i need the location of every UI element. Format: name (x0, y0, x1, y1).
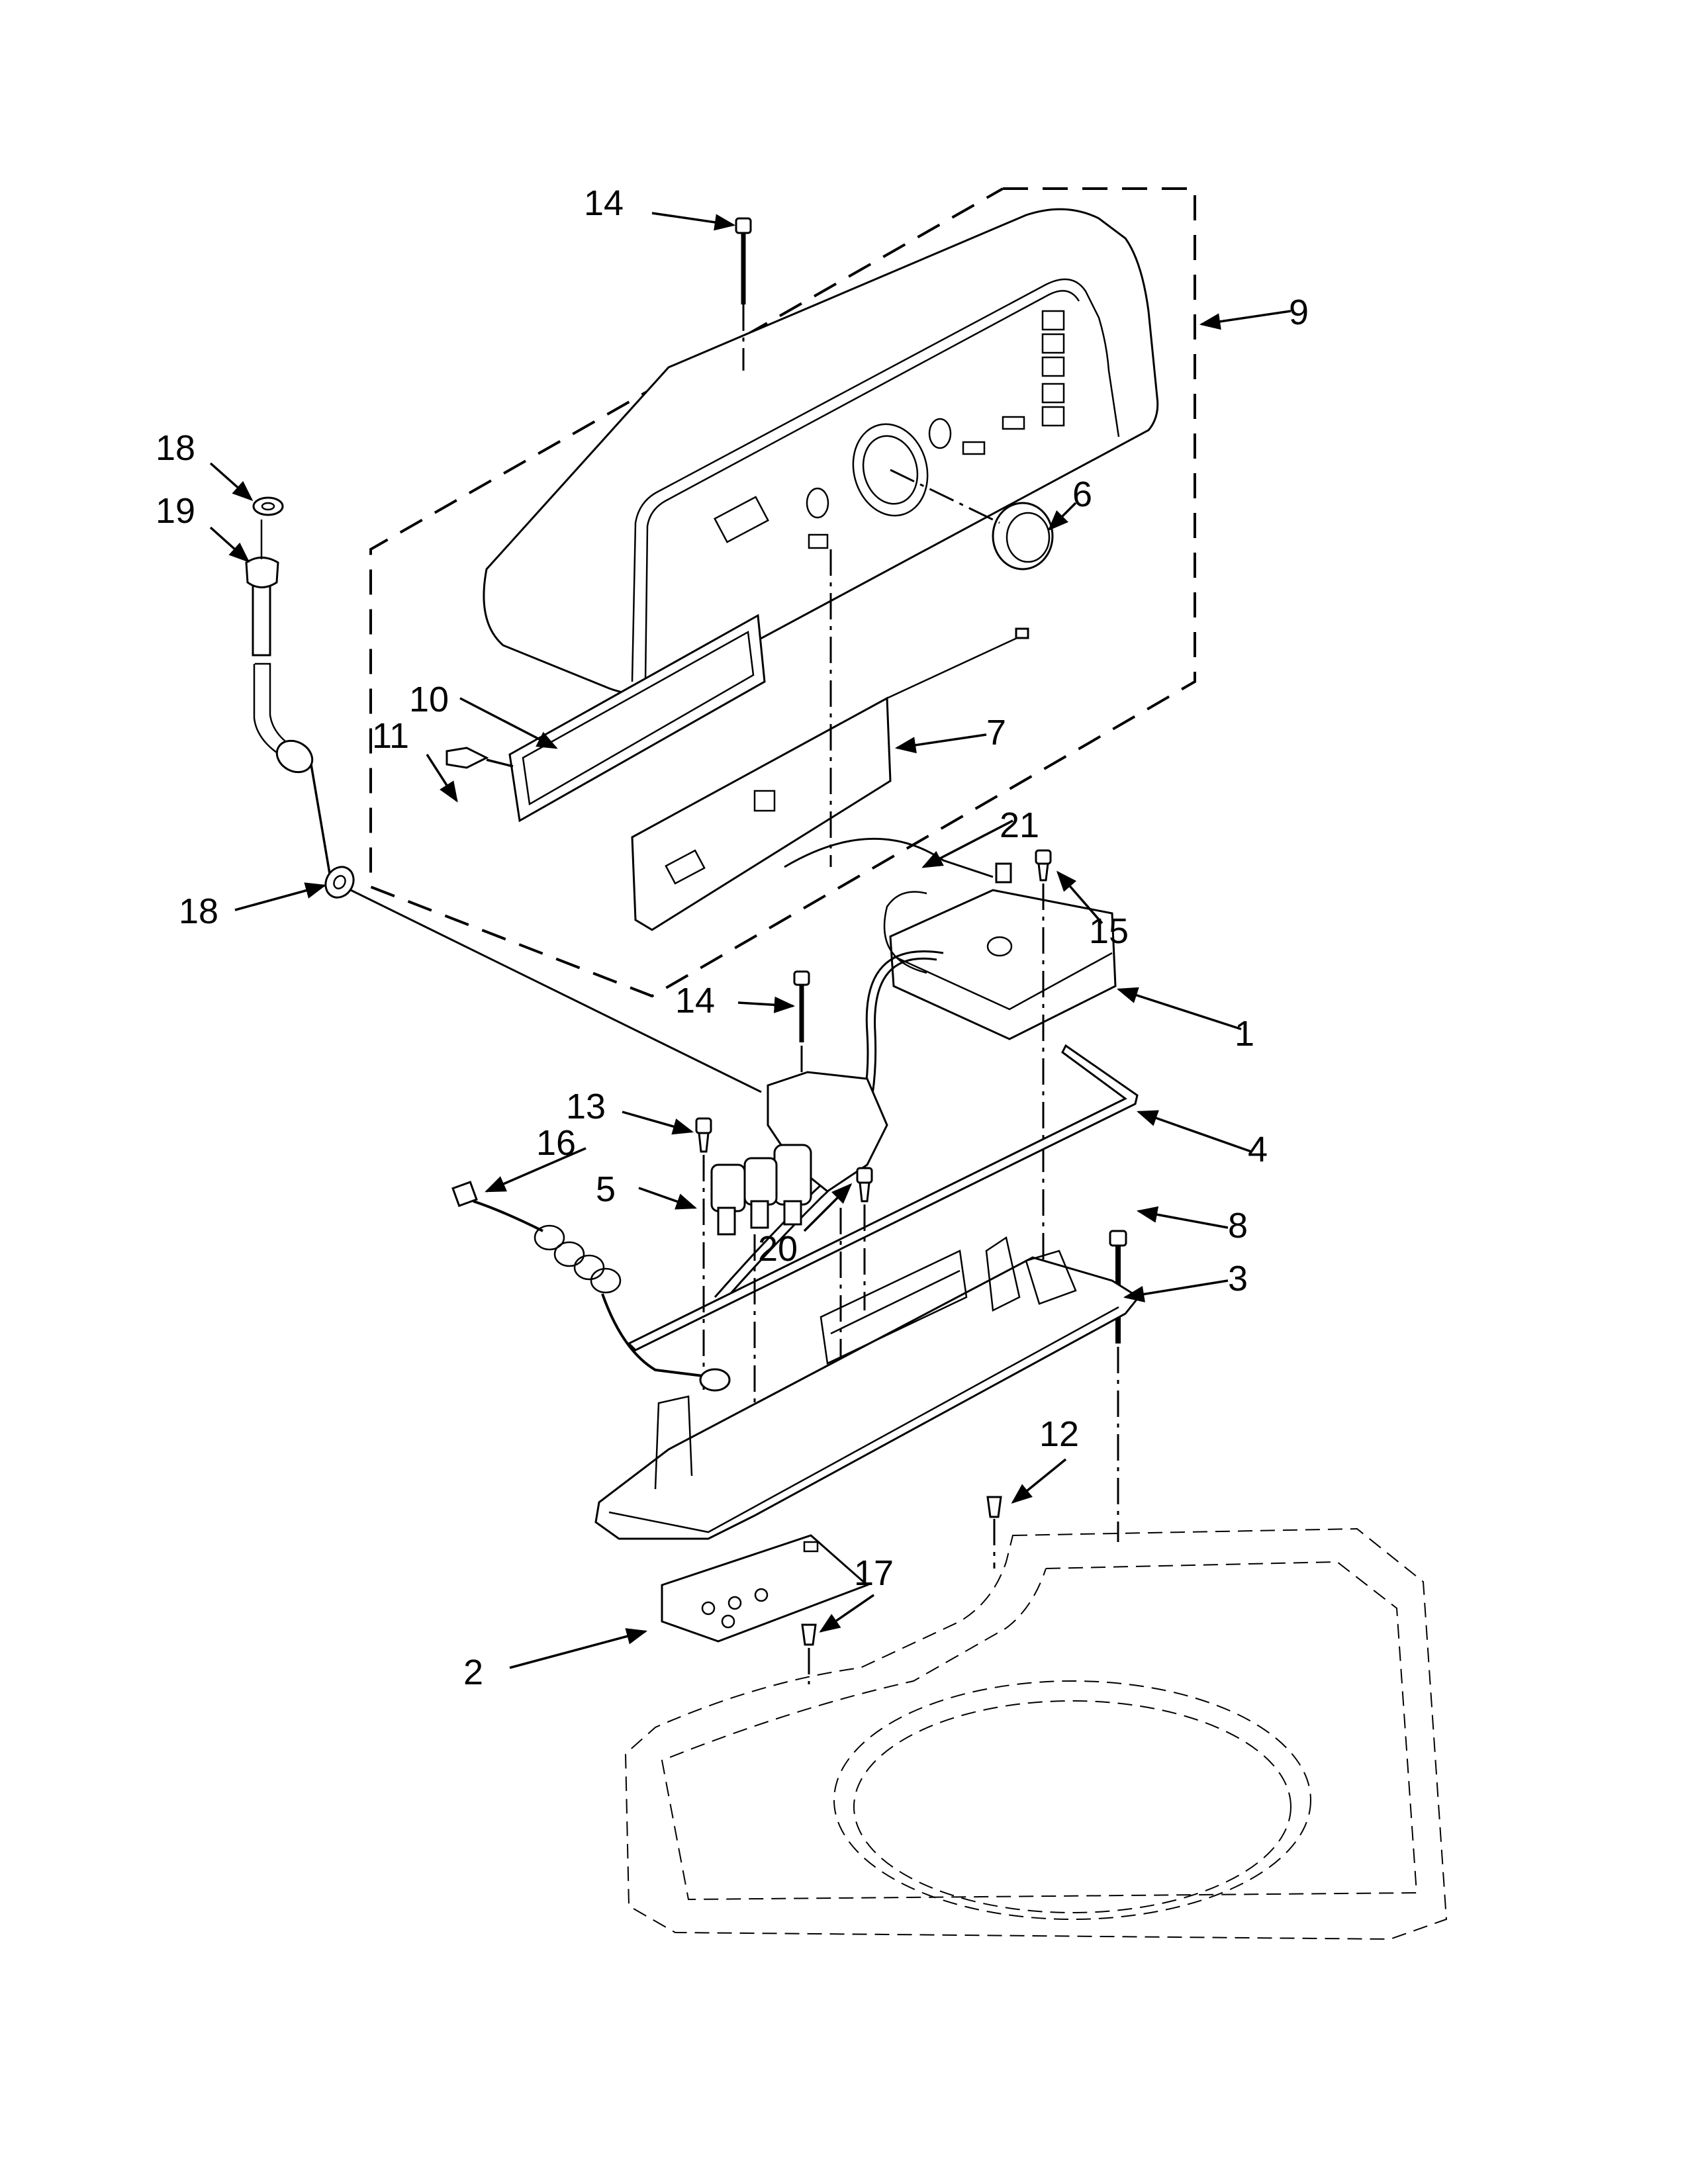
callout-label: 2 (463, 1653, 483, 1692)
callout-label: 4 (1248, 1130, 1268, 1169)
callout-leader-arrow (509, 1628, 648, 1669)
callout-leader-arrow (1056, 870, 1103, 925)
callout-leader-arrow (921, 819, 1013, 868)
retainer-clip-left[interactable] (801, 1623, 817, 1646)
inlet-hose[interactable] (245, 557, 318, 779)
console-knob-recess (852, 423, 929, 517)
callout-16: 16 (485, 1123, 586, 1193)
callout-1: 1 (1117, 987, 1254, 1054)
callout-label: 13 (566, 1087, 606, 1126)
callout-leader-arrow (1117, 987, 1242, 1030)
callout-label: 3 (1228, 1259, 1248, 1298)
callout-leader-arrow (426, 754, 458, 803)
housing-screw[interactable] (445, 747, 489, 769)
console-base[interactable] (594, 1236, 1141, 1540)
ui-housing[interactable] (508, 614, 766, 823)
callout-label: 12 (1039, 1414, 1079, 1454)
callout-6: 6 (1047, 475, 1092, 531)
console-panel[interactable] (483, 208, 1159, 696)
washer-bottom[interactable] (320, 862, 359, 903)
callout-label: 18 (179, 891, 218, 931)
callout-leader-arrow (1199, 310, 1291, 330)
callout-13: 13 (566, 1087, 694, 1135)
callout-15: 15 (1056, 870, 1129, 951)
valve-bracket-screw[interactable] (856, 1167, 873, 1203)
power-cord[interactable] (451, 1181, 731, 1392)
ui-control-board[interactable] (631, 627, 1029, 931)
cabinet-top-ghost (624, 1527, 1448, 1940)
mounting-plate[interactable] (661, 1534, 869, 1643)
callout-label: 11 (372, 716, 409, 756)
callout-14: 14 (675, 981, 796, 1021)
callout-label: 14 (675, 981, 715, 1021)
callout-2: 2 (463, 1628, 648, 1692)
callout-label: 20 (758, 1229, 798, 1269)
callout-leader-arrow (234, 882, 327, 911)
callout-label: 10 (409, 680, 449, 719)
callout-leader-arrow (819, 1594, 874, 1633)
callout-9: 9 (1199, 293, 1309, 332)
callout-leader-arrow (651, 212, 736, 231)
support-rod[interactable] (627, 1044, 1139, 1351)
callout-leader-arrow (894, 733, 987, 754)
callout-label: 1 (1235, 1014, 1254, 1054)
water-valve[interactable] (710, 1071, 888, 1236)
console-display (714, 496, 769, 543)
callout-label: 14 (584, 183, 624, 223)
control-knob[interactable] (992, 502, 1054, 570)
callout-8: 8 (1136, 1206, 1248, 1246)
screw-top[interactable] (735, 217, 752, 304)
callout-3: 3 (1123, 1259, 1248, 1302)
callout-11: 11 (372, 716, 458, 803)
callout-leader-arrow (1123, 1279, 1229, 1302)
callout-19: 19 (156, 491, 250, 563)
callout-12: 12 (1011, 1414, 1079, 1504)
callout-leader-arrow (737, 996, 796, 1013)
callout-label: 21 (1000, 805, 1039, 845)
callout-17: 17 (819, 1553, 894, 1633)
callout-label: 16 (536, 1123, 576, 1163)
washer-top[interactable] (252, 496, 284, 516)
callout-leader-arrow (1047, 502, 1077, 531)
callout-label: 6 (1072, 475, 1092, 514)
callout-21: 21 (921, 805, 1039, 868)
callout-18: 18 (156, 428, 254, 502)
callout-leader-arrow (459, 697, 558, 749)
callout-label: 9 (1289, 293, 1309, 332)
callout-leader-arrow (209, 526, 250, 563)
callout-leader-arrow (209, 462, 254, 502)
callout-10: 10 (409, 680, 558, 749)
valve-screw-long[interactable] (793, 970, 810, 1042)
console-buttons (808, 310, 1065, 549)
callout-leader-arrow (803, 1183, 853, 1232)
callout-18: 18 (179, 882, 327, 931)
valve-screw[interactable] (695, 1117, 712, 1153)
callout-label: 7 (986, 713, 1006, 752)
callout-label: 18 (156, 428, 195, 468)
callout-label: 17 (854, 1553, 894, 1593)
callout-leader-arrow (1137, 1110, 1252, 1153)
callout-leader-arrow (1136, 1206, 1229, 1229)
callout-20: 20 (758, 1183, 853, 1269)
callout-leader-arrow (1011, 1458, 1067, 1504)
callout-label: 19 (156, 491, 195, 531)
callout-5: 5 (596, 1169, 697, 1210)
board-screw[interactable] (1035, 849, 1052, 882)
main-control-board[interactable] (883, 889, 1117, 1040)
callout-label: 15 (1089, 911, 1129, 951)
callout-4: 4 (1137, 1110, 1268, 1169)
callout-label: 5 (596, 1169, 616, 1209)
console-assembly-boundary (369, 187, 1196, 998)
callout-leader-arrow (622, 1111, 694, 1135)
callout-14: 14 (584, 183, 736, 231)
callout-leader-arrow (485, 1147, 586, 1193)
callout-leader-arrow (638, 1187, 697, 1210)
callout-7: 7 (894, 713, 1006, 754)
callout-label: 8 (1228, 1206, 1248, 1246)
retainer-clip-right[interactable] (986, 1496, 1002, 1518)
